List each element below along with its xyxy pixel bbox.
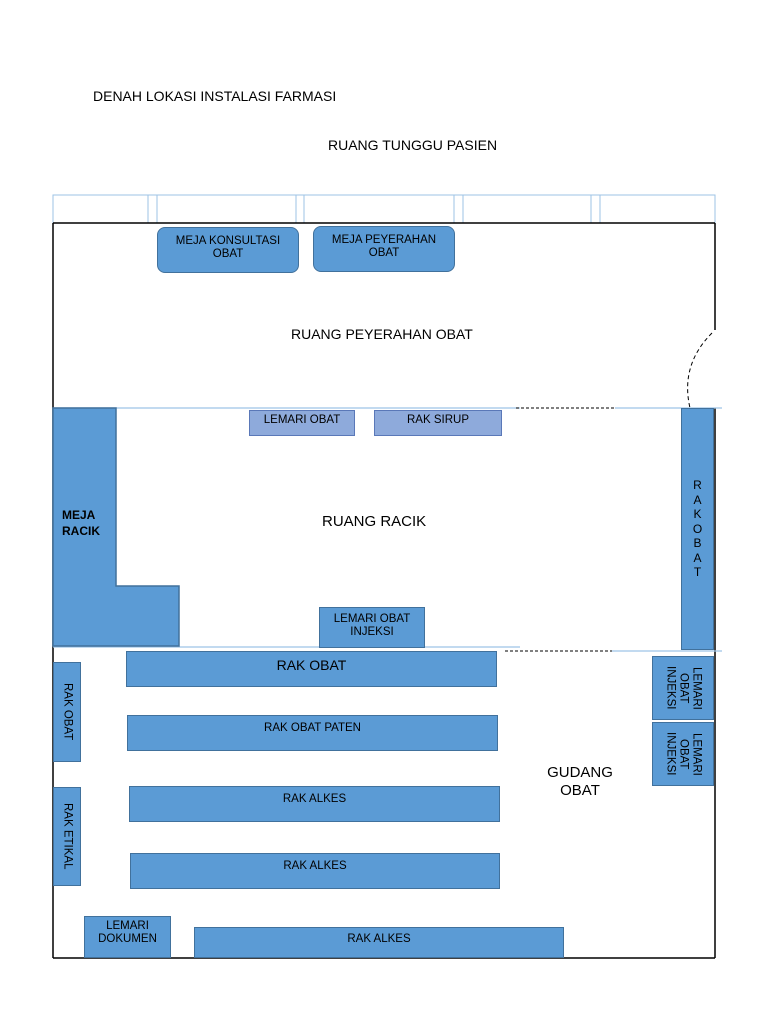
rak-obat-vertical: R A K O B A T — [681, 408, 714, 650]
meja-racik-label: MEJA RACIK — [62, 508, 100, 538]
rak-alkes-1: RAK ALKES — [129, 786, 500, 822]
rak-obat: RAK OBAT — [126, 651, 497, 687]
meja-peyerahan-obat: MEJA PEYERAHAN OBAT — [313, 226, 455, 272]
lemari-dokumen: LEMARI DOKUMEN — [84, 916, 171, 958]
rak-etikal: RAK ETIKAL — [53, 787, 81, 886]
lemari-obat: LEMARI OBAT — [249, 410, 355, 436]
door-swing — [687, 332, 713, 409]
rak-obat-paten: RAK OBAT PATEN — [127, 715, 498, 751]
rak-sirup: RAK SIRUP — [374, 410, 502, 436]
window-strip — [52, 194, 716, 224]
waiting-room-label: RUANG TUNGGU PASIEN — [328, 137, 498, 153]
meja-konsultasi-obat: MEJA KONSULTASI OBAT — [157, 227, 299, 273]
rak-alkes-3: RAK ALKES — [194, 927, 564, 958]
plan-title: DENAH LOKASI INSTALASI FARMASI — [93, 88, 337, 104]
room-handover-label: RUANG PEYERAHAN OBAT — [291, 326, 473, 342]
rak-alkes-2: RAK ALKES — [130, 853, 500, 889]
lemari-obat-injeksi-racik: LEMARI OBAT INJEKSI — [319, 607, 425, 648]
rak-obat-side: RAK OBAT — [53, 662, 81, 762]
lemari-obat-injeksi-1: LEMARI OBAT INJEKSI — [652, 656, 714, 720]
room-compounding-label: RUANG RACIK — [322, 513, 427, 530]
room-warehouse-label: GUDANG OBAT — [547, 764, 613, 799]
lemari-obat-injeksi-2: LEMARI OBAT INJEKSI — [652, 722, 714, 786]
meja-racik-shape — [52, 407, 180, 647]
